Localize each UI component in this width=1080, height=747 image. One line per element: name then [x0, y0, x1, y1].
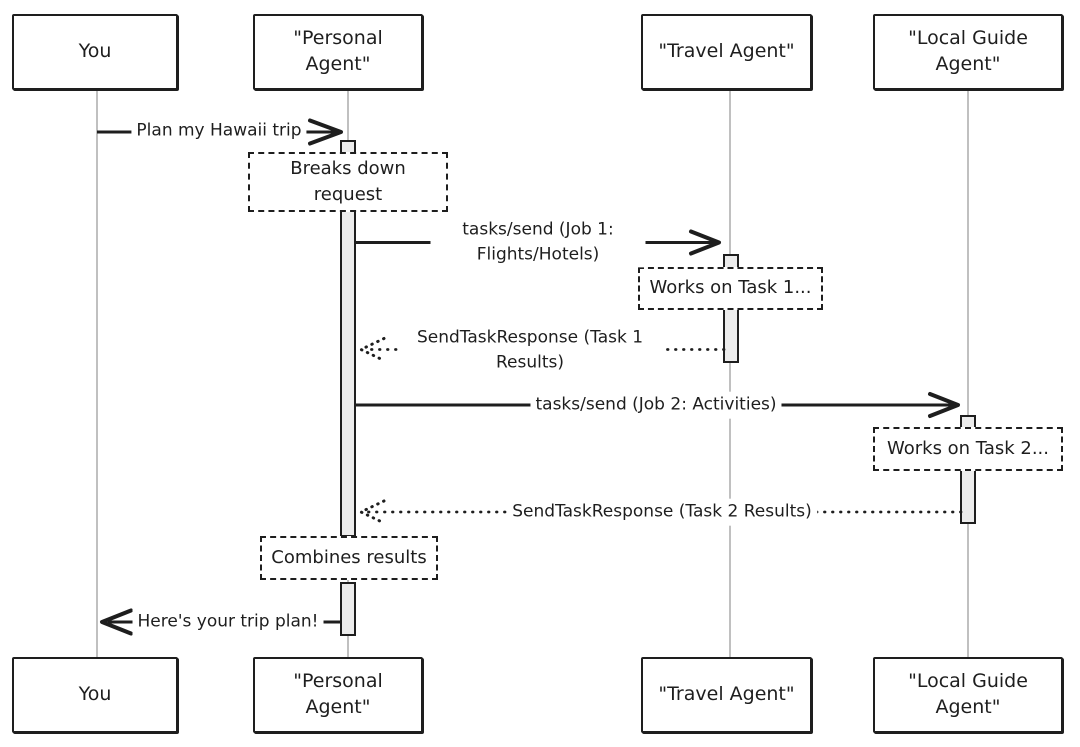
activation-personal-final	[340, 582, 356, 636]
participant-bottom-local-guide-agent: "Local Guide Agent"	[873, 657, 1063, 733]
arrowhead-task2-response	[359, 499, 386, 525]
message-label-task2-response: SendTaskResponse (Task 2 Results)	[507, 498, 817, 526]
participant-bottom-travel-agent: "Travel Agent"	[641, 657, 812, 733]
message-label-tasks-send-job1: tasks/send (Job 1: Flights/Hotels)	[430, 216, 646, 268]
message-label-task1-response: SendTaskResponse (Task 1 Results)	[397, 324, 663, 376]
arrowhead-task1-response	[359, 337, 386, 362]
note-works-on-task-2: Works on Task 2...	[873, 427, 1063, 471]
participant-top-local-guide-agent: "Local Guide Agent"	[873, 14, 1063, 90]
note-breaks-down-request: Breaks down request	[248, 152, 448, 212]
participant-top-you: You	[12, 14, 178, 90]
note-combines-results: Combines results	[260, 536, 438, 580]
participant-top-personal-agent: "Personal Agent"	[253, 14, 423, 90]
message-label-trip-plan: Here's your trip plan!	[132, 608, 324, 636]
participant-bottom-personal-agent: "Personal Agent"	[253, 657, 423, 733]
participant-bottom-you: You	[12, 657, 178, 733]
arrowhead-tasks-send-job1	[689, 229, 721, 256]
arrowhead-plan-trip	[308, 118, 343, 146]
message-label-plan-trip: Plan my Hawaii trip	[131, 117, 307, 145]
message-label-tasks-send-job2: tasks/send (Job 2: Activities)	[530, 391, 782, 419]
participant-top-travel-agent: "Travel Agent"	[641, 14, 812, 90]
note-works-on-task-1: Works on Task 1...	[638, 267, 823, 310]
arrowhead-trip-plan	[100, 608, 133, 636]
arrowhead-tasks-send-job2	[928, 392, 960, 418]
